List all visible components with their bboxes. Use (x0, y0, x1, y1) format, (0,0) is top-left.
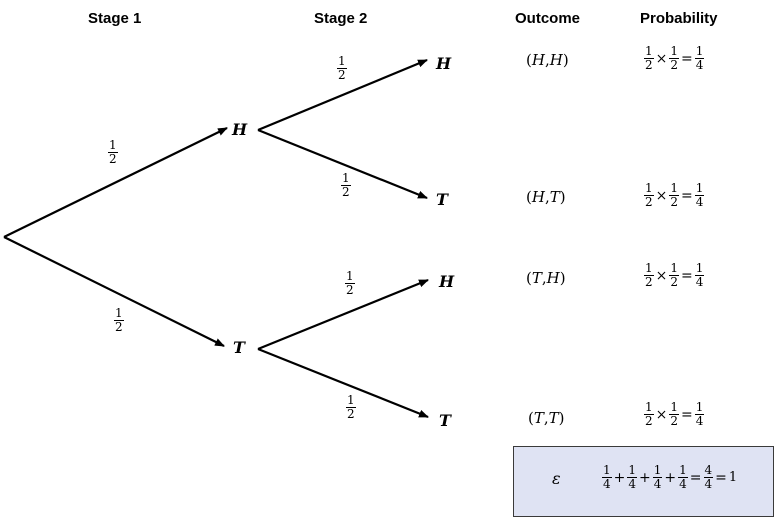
node-t-stage1: T (233, 338, 245, 357)
sum-result: 1 (728, 470, 738, 485)
branch-h-h (257, 58, 428, 132)
branch-root-t (3, 236, 225, 347)
outcome-hh: (H,H) (526, 51, 569, 69)
node-h-from-h: H (436, 54, 452, 73)
header-outcome: Outcome (515, 10, 581, 27)
header-probability: Probability (640, 10, 718, 27)
sample-space-symbol: ε (552, 469, 561, 488)
node-h-from-t: H (439, 272, 455, 291)
node-t-from-t: T (439, 411, 451, 430)
branch-t-t (257, 347, 429, 419)
branch-t-h (257, 278, 429, 351)
node-t-from-h: T (436, 190, 448, 209)
outcome-tt: (T,T) (528, 409, 565, 427)
header-stage-2: Stage 2 (314, 10, 368, 27)
branch-root-h (3, 127, 228, 238)
header-stage-1: Stage 1 (88, 10, 142, 27)
branch-h-t (257, 128, 428, 200)
node-h-stage1: H (232, 120, 248, 139)
outcome-ht: (H,T) (526, 188, 566, 206)
outcome-th: (T,H) (526, 269, 566, 287)
